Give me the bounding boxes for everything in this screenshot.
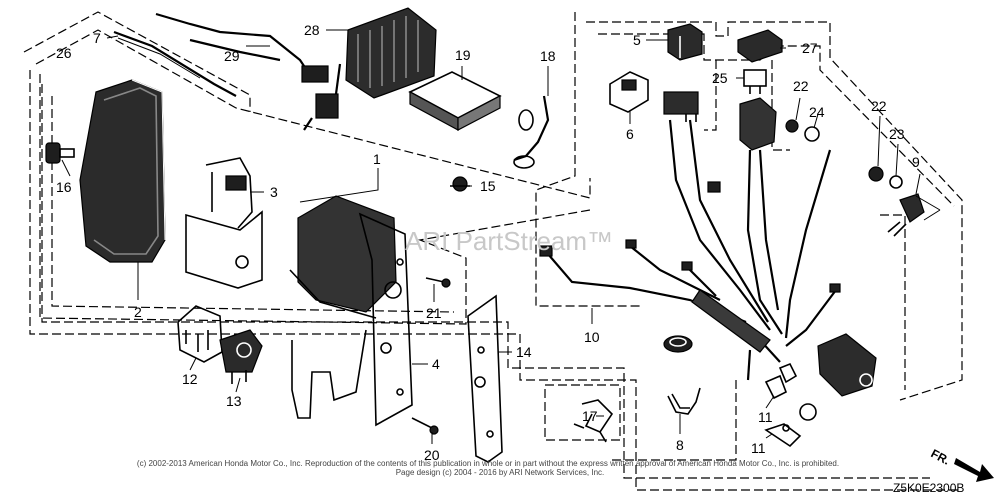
solenoid [778,333,877,397]
condenser-9 [887,193,925,237]
foam-block-19 [408,71,502,132]
fuse-cover-27 [737,29,783,63]
callout-24: 24 [809,104,825,120]
callout-2: 2 [134,304,142,320]
callout-11-upper: 11 [758,409,773,425]
callout-3: 3 [270,184,278,200]
callout-22-right: 22 [871,98,887,114]
insulator-plate-14 [467,294,503,463]
callout-16: 16 [56,179,72,195]
panel-cover-26 [79,79,166,263]
callout-7: 7 [93,30,101,46]
screw-21 [425,277,451,288]
screw-15 [450,176,470,192]
callout-9: 9 [912,154,920,170]
direction-label: FR. [929,446,953,467]
callout-14: 14 [516,344,532,360]
callout-29: 29 [224,48,240,64]
clamp-17 [573,399,614,443]
callout-18: 18 [540,48,556,64]
nut-washer-24-22 [785,119,820,142]
rubber-cover-6 [609,71,649,113]
grommet [663,335,693,353]
callout-25: 25 [712,70,728,86]
callout-11-lower: 11 [751,440,766,456]
callout-10: 10 [584,329,600,345]
callout-12: 12 [182,371,198,387]
cable-band-18 [513,95,550,169]
watermark: ARI PartStream™ [405,226,613,256]
callout-5: 5 [633,32,641,48]
wiring-29 [155,12,342,131]
part-shapes [45,7,925,463]
clamp-8 [667,387,701,415]
bolt-16 [45,142,75,164]
leader-lines [61,29,941,444]
callout-labels: 1 2 3 4 5 6 7 8 9 10 11 11 12 13 14 15 1… [56,22,920,463]
control-panel-box-1 [289,195,413,427]
fuse-25 [743,69,767,94]
clip-11-upper [764,374,817,421]
callout-8: 8 [676,437,684,453]
screw-20 [411,417,439,435]
direction-arrow-icon [954,458,994,482]
wire-harness-7 [113,30,237,97]
callout-6: 6 [626,126,634,142]
callout-27: 27 [802,40,818,56]
callout-28: 28 [304,22,320,38]
bracket-3 [185,157,263,289]
callout-13: 13 [226,393,242,409]
voltage-regulator-28 [345,7,437,99]
breaker-13 [219,329,263,384]
callout-4: 4 [432,356,440,372]
front-direction-indicator: FR. [929,446,994,482]
relay-5 [667,23,703,61]
callout-15: 15 [480,178,496,194]
callout-22-left: 22 [793,78,809,94]
diagram-code: Z5K0E2300B [893,481,964,495]
clip-11-lower [764,423,802,448]
fuse-holder [663,91,777,151]
nut-washer-22-23 [868,166,903,189]
callout-19: 19 [455,47,471,63]
callout-20: 20 [424,447,440,463]
callout-26: 26 [56,45,72,61]
copyright-line-2: Page design (c) 2004 - 2016 by ARI Netwo… [396,468,605,477]
callout-1: 1 [373,151,381,167]
bracket-plate-4 [291,329,367,419]
callout-23: 23 [889,126,905,142]
callout-21: 21 [426,305,442,321]
assembly-boundary-lines [23,11,963,491]
copyright-line-1: (c) 2002-2013 American Honda Motor Co., … [137,459,839,468]
callout-17: 17 [582,408,598,424]
main-harness-10 [539,119,841,381]
